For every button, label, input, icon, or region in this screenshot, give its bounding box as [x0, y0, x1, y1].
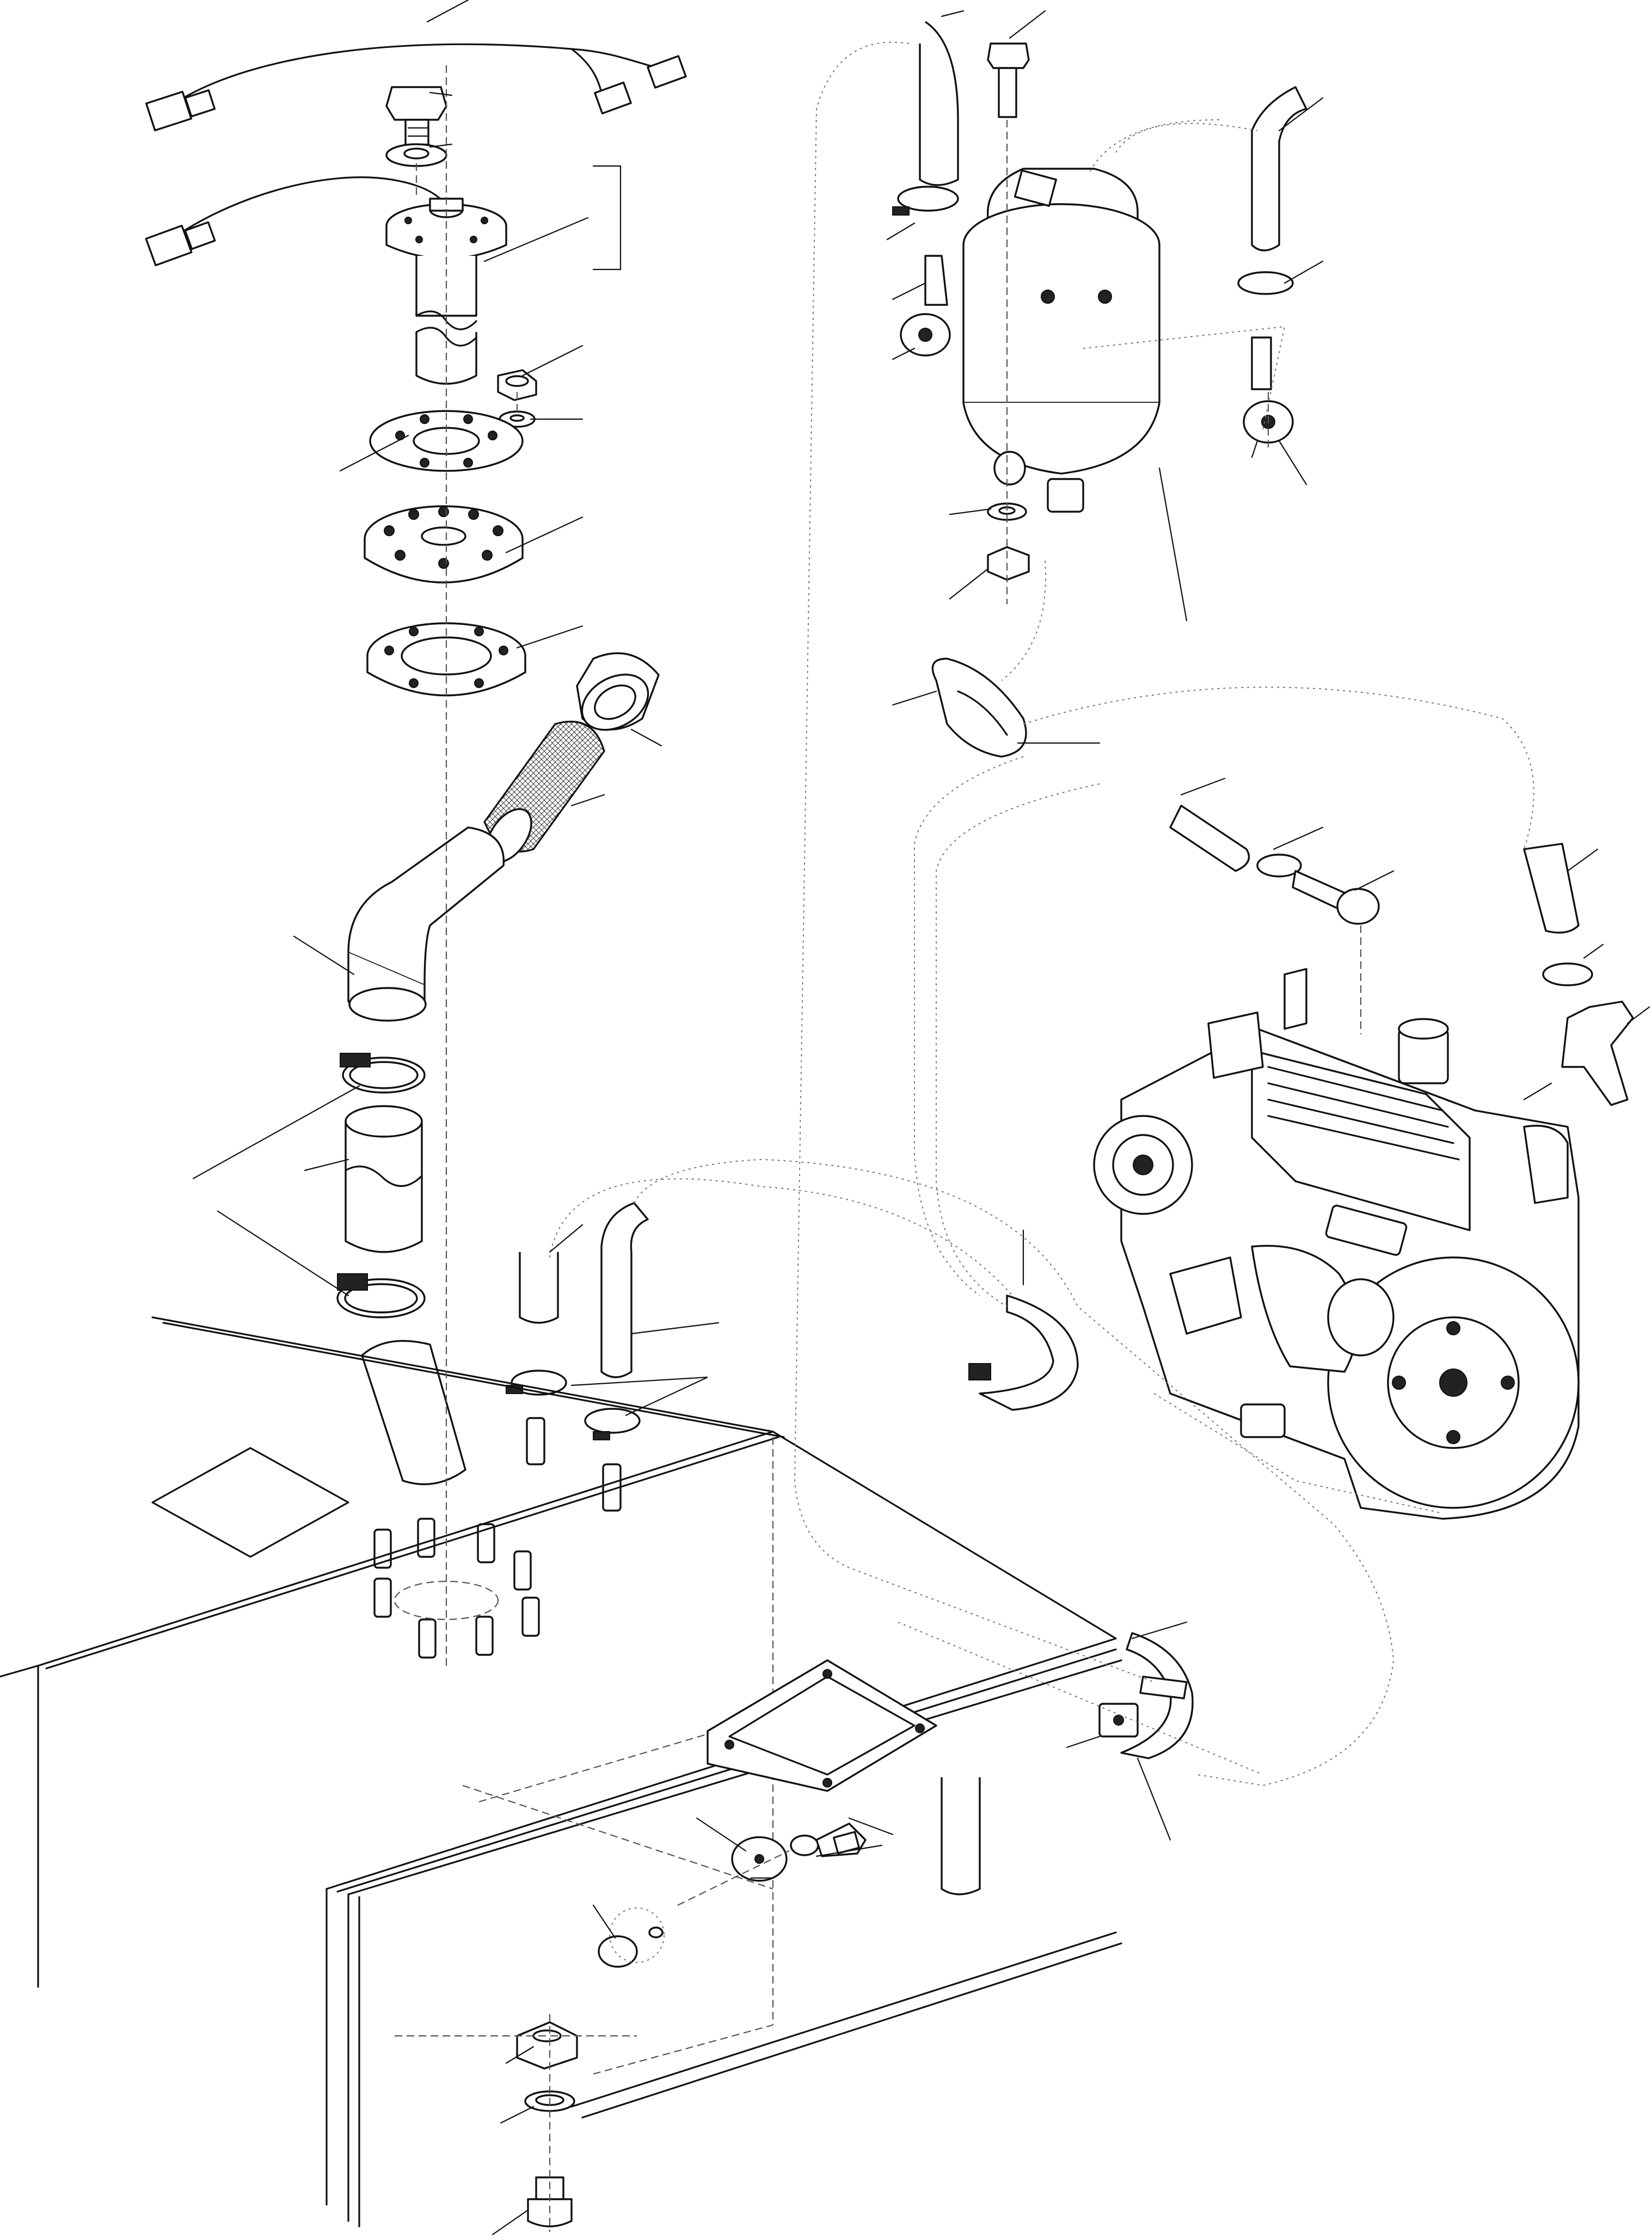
fuel-line-routing-hidden — [549, 41, 1534, 1787]
washer-top — [385, 143, 447, 167]
tank-access-cover — [707, 1659, 937, 1792]
supply-hose-left — [519, 1202, 649, 1378]
sender-harness — [145, 176, 447, 267]
hose-clamp-lower — [336, 1273, 426, 1318]
fuel-line-pipe — [1169, 805, 1302, 877]
bolt-top — [385, 86, 447, 151]
band-clamp-engine — [968, 1294, 1079, 1411]
diesel-engine — [1093, 968, 1580, 1520]
wiring-harness — [145, 43, 687, 132]
tank-filler-pipe — [361, 1340, 466, 1486]
fuel-tank — [0, 1316, 1122, 2227]
return-pipe-stub — [941, 1777, 981, 1895]
filler-hose — [345, 1105, 423, 1253]
fuel-filter-assembly — [962, 168, 1160, 513]
engine-banjo — [1292, 870, 1380, 925]
tank-studs — [373, 1518, 540, 1659]
nut-small — [497, 369, 537, 401]
filter-inlet-hose — [892, 21, 959, 216]
assembly-centerlines — [395, 65, 1362, 2037]
band-clamp-lower — [1098, 1632, 1194, 1759]
filter-washer-nut — [987, 502, 1030, 581]
filter-outlet-banjo — [1243, 336, 1294, 444]
filler-neck-cap — [576, 652, 660, 731]
filler-elbow-hose — [347, 826, 505, 1022]
hose-clamp-upper — [340, 1053, 426, 1094]
filter-bolt — [987, 42, 1030, 118]
engine-return-hose — [1523, 843, 1634, 1106]
filter-outlet-hose — [1237, 86, 1307, 295]
p-clip-upper — [931, 658, 1027, 758]
drain-fittings — [598, 1822, 867, 1968]
mounting-flange — [364, 505, 524, 584]
tank-nipples — [526, 1417, 622, 1512]
drain-plug-assembly — [516, 2021, 578, 2227]
callout-leaders — [192, 0, 1650, 2236]
filter-inlet-banjo — [900, 255, 951, 357]
sender-bracket — [592, 165, 622, 271]
